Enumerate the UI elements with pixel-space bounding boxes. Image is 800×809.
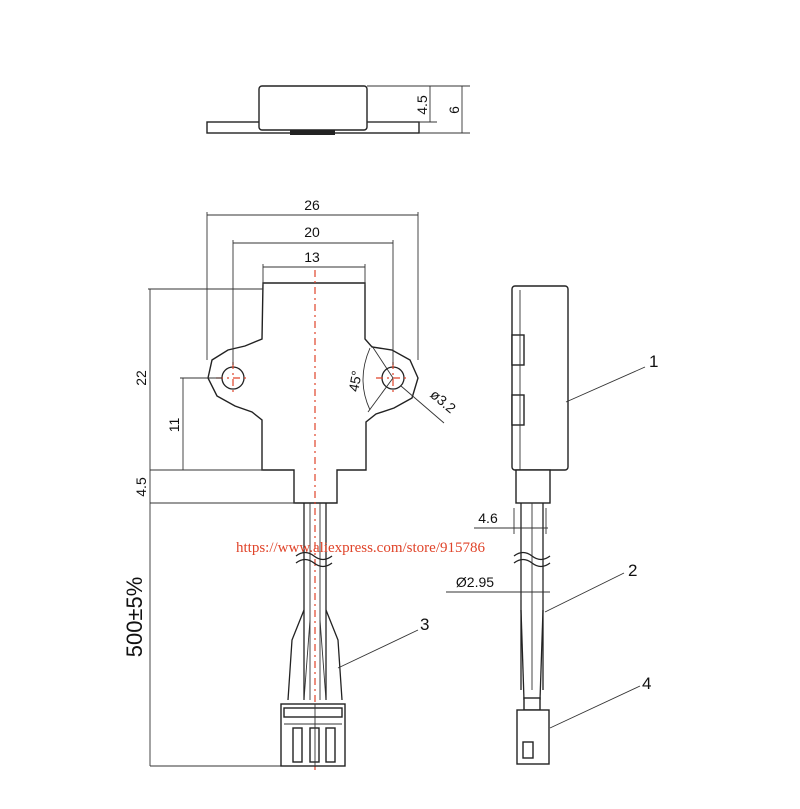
dim-angle: 45° — [345, 369, 364, 393]
dim-hole-spacing: 20 — [304, 224, 320, 240]
dim-cable-length: 500±5% — [122, 577, 147, 658]
dim-total-height: 22 — [133, 370, 149, 386]
dim-neck-height: 4.5 — [133, 477, 149, 497]
sensor-body — [207, 282, 419, 504]
dim-cable-diameter: Ø2.95 — [456, 574, 494, 590]
dim-top-outer-height: 6 — [446, 106, 462, 114]
dim-cable-top: 4.6 — [478, 510, 498, 526]
callouts: 1 2 3 4 — [337, 352, 658, 729]
callout-3: 3 — [420, 615, 429, 634]
front-view: 26 20 13 22 11 4.5 500±5% 45° ø — [122, 197, 459, 770]
top-view: 4.5 6 — [206, 85, 470, 135]
dim-top-inner-height: 4.5 — [414, 95, 430, 115]
dim-hole-height: 11 — [166, 418, 182, 433]
callout-2: 2 — [628, 561, 637, 580]
dim-overall-width: 26 — [304, 197, 320, 213]
dim-hole-diameter: ø3.2 — [427, 386, 459, 416]
side-view: 4.6 Ø2.95 — [446, 285, 569, 765]
callout-1: 1 — [649, 352, 658, 371]
watermark-url: https://www.aliexpress.com/store/915786 — [236, 540, 485, 556]
callout-4: 4 — [642, 674, 651, 693]
dim-body-width: 13 — [304, 249, 320, 265]
